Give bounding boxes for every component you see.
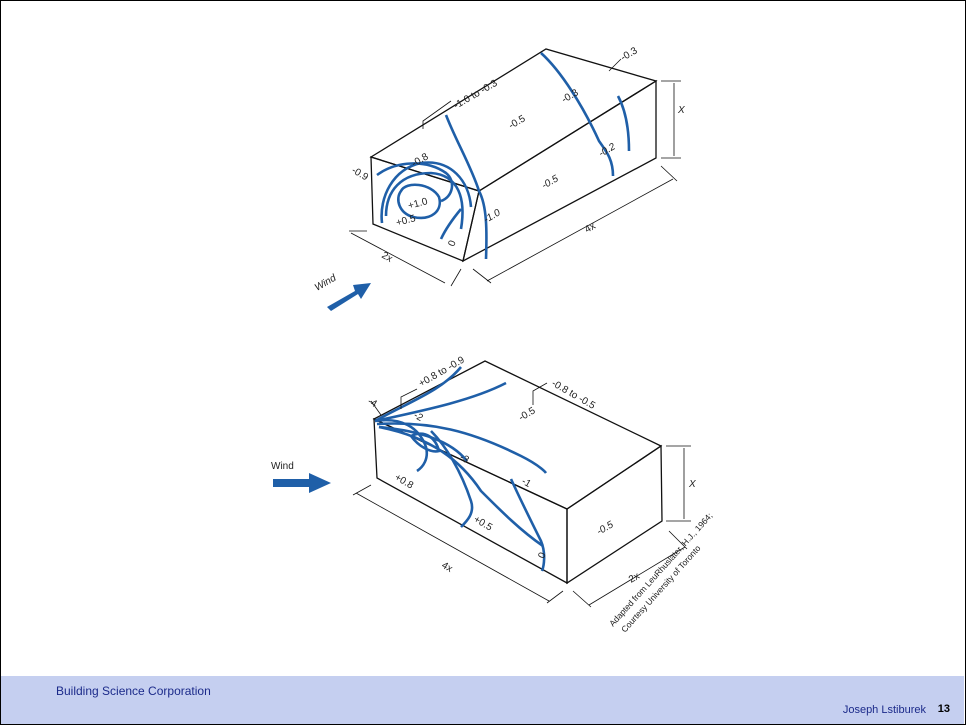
top-contour-4 bbox=[376, 162, 454, 203]
credit-line-1: Adapted from LeuRhuslater, H.J., 1964; bbox=[607, 511, 714, 629]
top-dim-length bbox=[472, 165, 678, 284]
bottom-contour-6 bbox=[378, 425, 544, 548]
bottom-contour-3 bbox=[374, 418, 429, 473]
top-wind-arrow bbox=[327, 283, 371, 311]
top-label-front-zero: 0 bbox=[446, 239, 458, 248]
top-label-front-top: -0.8 bbox=[410, 151, 431, 169]
bottom-dim-length bbox=[352, 484, 564, 604]
top-building: -1.0 to -0.3 -0.3 -0.5 -0.3 -0.9 -0.8 +1… bbox=[313, 45, 685, 311]
bottom-label-dim-length: 4x bbox=[440, 560, 455, 575]
credit-line-2: Courtesy University of Toronto bbox=[619, 543, 703, 634]
bottom-box-side bbox=[566, 444, 663, 585]
top-label-mid: -0.5 bbox=[507, 113, 528, 131]
top-leader-corner bbox=[608, 58, 622, 72]
top-dim-width bbox=[349, 230, 462, 287]
top-box-side bbox=[462, 79, 657, 263]
top-label-dim-height: X bbox=[677, 105, 685, 116]
bottom-label-front-b: +0.5 bbox=[472, 514, 495, 534]
footer-organization: Building Science Corporation bbox=[56, 684, 211, 698]
top-box-front bbox=[370, 156, 480, 262]
footer-author: Joseph Lstiburek bbox=[842, 704, 926, 716]
top-label-left-edge: -0.9 bbox=[350, 165, 371, 183]
bottom-building: +0.8 to -0.9 -0.8 to -0.5 -0.5 -4 -2 -3 … bbox=[271, 354, 714, 634]
pressure-diagram-svg: -1.0 to -0.3 -0.3 -0.5 -0.3 -0.9 -0.8 +1… bbox=[271, 45, 714, 634]
top-label-range: -1.0 to -0.3 bbox=[452, 78, 500, 112]
bottom-contour-8 bbox=[509, 478, 546, 572]
bottom-label-top-mid: -0.5 bbox=[517, 405, 538, 423]
bottom-label-front-zero: 0 bbox=[536, 551, 548, 560]
top-contour-7 bbox=[380, 161, 473, 224]
top-label-dim-length: 4x bbox=[583, 221, 598, 236]
bottom-label-end-face: -0.5 bbox=[595, 519, 616, 537]
bottom-contour-7 bbox=[430, 430, 474, 528]
top-label-front-lower: +0.5 bbox=[395, 213, 417, 229]
top-label-side-mid: -0.5 bbox=[540, 173, 561, 191]
bottom-contour-2 bbox=[374, 381, 507, 423]
top-contour-2 bbox=[540, 52, 615, 177]
bottom-contour-4 bbox=[376, 422, 548, 474]
top-dim-height bbox=[661, 80, 681, 159]
bottom-contour-1 bbox=[374, 366, 462, 423]
top-contour-5 bbox=[397, 183, 442, 220]
bottom-label-dim-height: X bbox=[688, 479, 696, 490]
top-label-corner: -0.3 bbox=[619, 45, 640, 63]
footer-page-number: 13 bbox=[937, 703, 950, 715]
top-wind-label: Wind bbox=[313, 273, 339, 294]
top-contour-3 bbox=[616, 95, 631, 152]
bottom-contour-9 bbox=[409, 432, 441, 453]
top-contour-6 bbox=[384, 171, 464, 230]
bottom-box-front bbox=[373, 417, 568, 585]
bottom-label-dim-width: 2x bbox=[627, 571, 642, 586]
bottom-dim-height bbox=[666, 445, 691, 522]
top-contour-1 bbox=[444, 114, 488, 260]
bottom-leader-corner bbox=[400, 388, 418, 409]
bottom-wind-arrow bbox=[273, 473, 331, 493]
top-label-front-center: +1.0 bbox=[407, 196, 429, 212]
bottom-leader-range bbox=[532, 382, 548, 405]
slide-footer: Building Science Corporation Joseph Lsti… bbox=[1, 676, 964, 724]
top-label-dim-width: 2x bbox=[380, 250, 395, 265]
slide-canvas: -1.0 to -0.3 -0.3 -0.5 -0.3 -0.9 -0.8 +1… bbox=[1, 1, 964, 676]
bottom-leader-small bbox=[370, 400, 382, 416]
bottom-wind-label: Wind bbox=[271, 461, 294, 472]
bottom-label-small: -4 bbox=[366, 396, 380, 410]
bottom-dim-width bbox=[572, 530, 688, 608]
top-contour-8 bbox=[439, 208, 462, 240]
top-leader-range bbox=[422, 100, 452, 129]
